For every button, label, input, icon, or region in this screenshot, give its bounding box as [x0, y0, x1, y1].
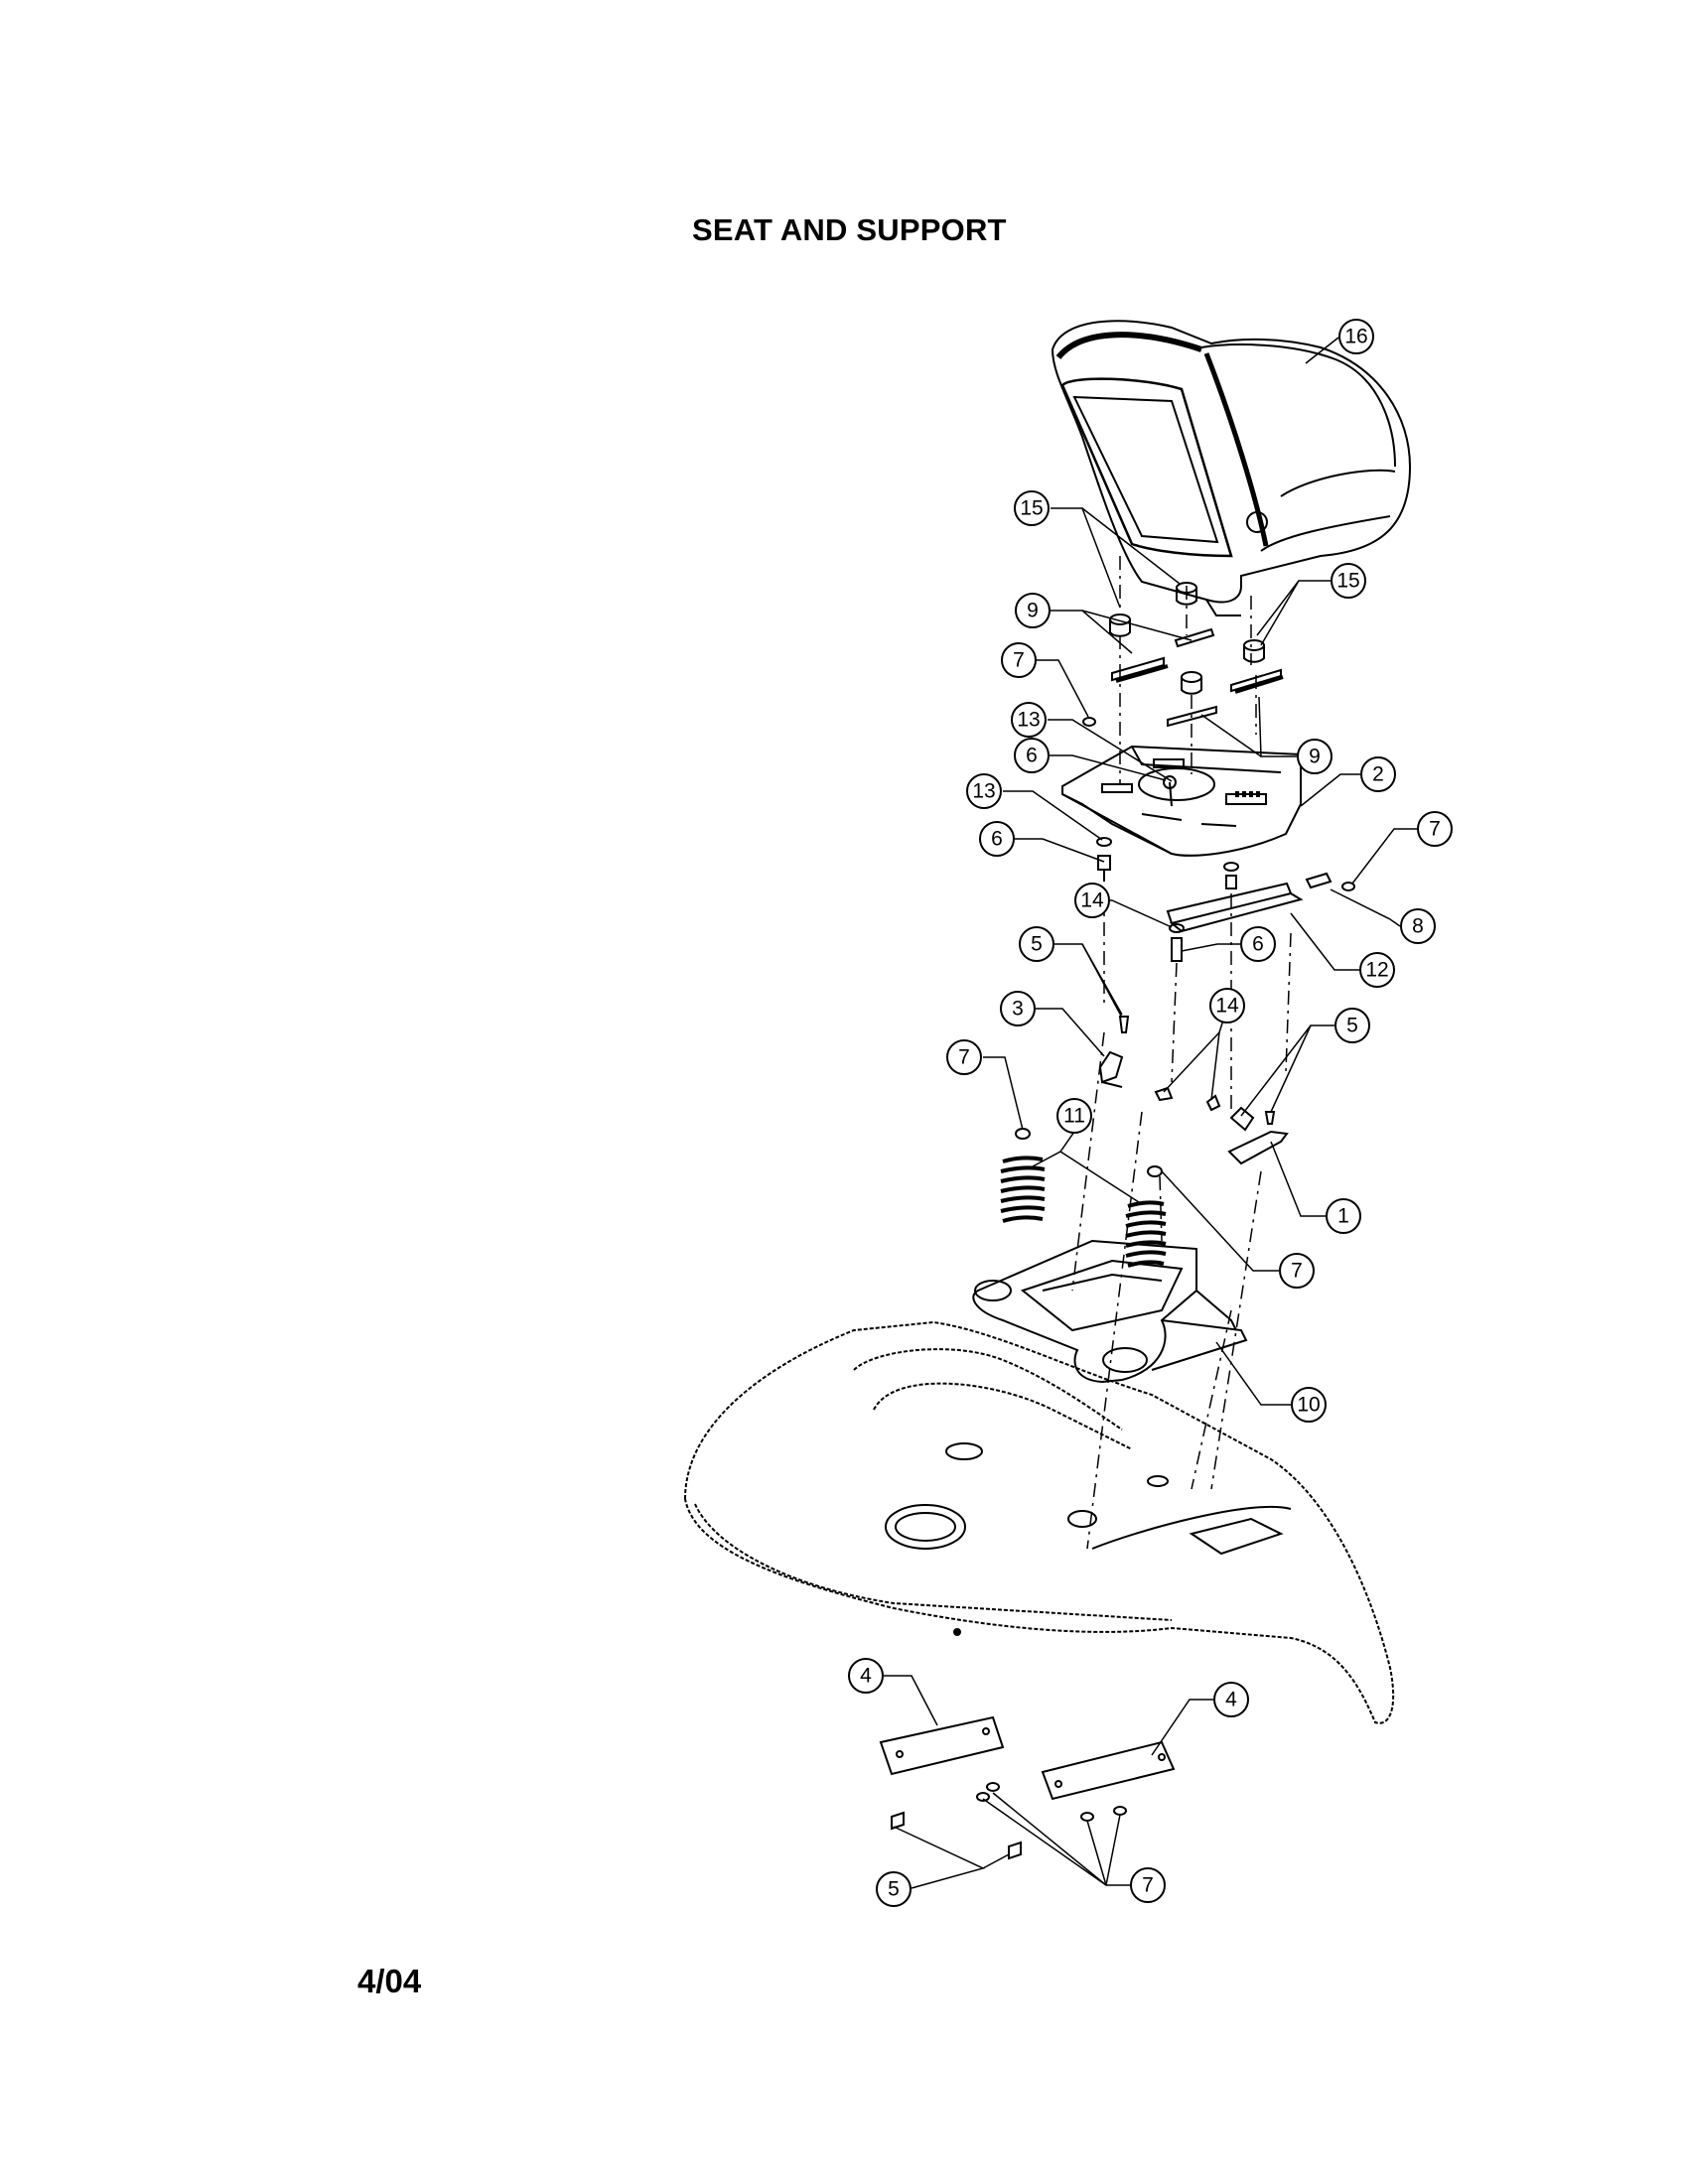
spring-parts	[1000, 1128, 1167, 1268]
callout-5-lower: 5	[876, 1871, 912, 1907]
callout-1: 1	[1326, 1198, 1361, 1234]
callout-8: 8	[1400, 908, 1436, 944]
callout-6-middle: 6	[979, 821, 1015, 857]
pad-parts	[1111, 627, 1284, 728]
callout-12: 12	[1359, 952, 1395, 988]
callout-7-middle: 7	[1279, 1253, 1315, 1289]
callout-13-middle: 13	[966, 773, 1002, 809]
callout-7-lower: 7	[1130, 1867, 1166, 1903]
svg-text:6: 6	[991, 828, 1003, 851]
svg-text:13: 13	[1017, 709, 1040, 732]
svg-text:2: 2	[1372, 763, 1384, 786]
svg-text:4: 4	[1225, 1689, 1237, 1711]
svg-text:4: 4	[860, 1665, 872, 1688]
svg-text:12: 12	[1365, 959, 1388, 982]
callout-15-right: 15	[1331, 563, 1366, 599]
cover-plate-parts	[879, 1715, 1176, 1860]
svg-text:9: 9	[1309, 746, 1321, 768]
spacer-parts	[1109, 582, 1265, 695]
svg-text:1: 1	[1337, 1205, 1349, 1228]
svg-text:10: 10	[1297, 1394, 1320, 1417]
bolt-parts	[1096, 837, 1239, 962]
callout-7-upper: 7	[1001, 642, 1037, 678]
nut-part	[1082, 717, 1096, 727]
callout-10: 10	[1291, 1387, 1327, 1423]
svg-text:13: 13	[972, 780, 995, 803]
svg-text:7: 7	[958, 1046, 970, 1069]
pan-drop-lines	[1071, 893, 1292, 1550]
mount-hardware-parts	[1098, 1016, 1289, 1165]
page-title: SEAT AND SUPPORT	[692, 212, 1007, 247]
svg-text:6: 6	[1252, 933, 1264, 956]
svg-text:8: 8	[1412, 915, 1424, 938]
callout-5-right: 5	[1334, 1008, 1370, 1043]
seat-pan-part	[1061, 745, 1302, 857]
callout-2: 2	[1360, 756, 1396, 792]
callout-9-right: 9	[1297, 739, 1333, 774]
callout-13-upper: 13	[1011, 702, 1047, 738]
callout-16: 16	[1338, 319, 1374, 354]
svg-text:5: 5	[1346, 1015, 1358, 1037]
svg-text:3: 3	[1012, 998, 1024, 1021]
svg-text:15: 15	[1336, 570, 1359, 593]
seat-base-part	[972, 1239, 1248, 1384]
callout-6-lower: 6	[1240, 926, 1276, 962]
svg-text:9: 9	[1027, 600, 1039, 622]
svg-text:5: 5	[888, 1878, 900, 1901]
seat-part	[1051, 320, 1412, 616]
callout-13-lower: 14	[1074, 883, 1110, 918]
callout-7-left: 7	[946, 1039, 982, 1075]
svg-text:7: 7	[1142, 1874, 1154, 1897]
callout-3: 3	[1000, 991, 1036, 1026]
callout-4-right: 4	[1213, 1682, 1249, 1717]
svg-text:11: 11	[1063, 1105, 1085, 1128]
leader-lines	[884, 337, 1417, 1889]
callout-5-upper: 5	[1019, 926, 1054, 962]
svg-text:6: 6	[1026, 745, 1038, 767]
svg-text:7: 7	[1013, 649, 1025, 672]
callout-9-left: 9	[1015, 593, 1051, 628]
callout-14: 14141414	[1209, 988, 1245, 1024]
callout-15-left: 15	[1014, 490, 1050, 526]
callout-6-upper: 6	[1014, 738, 1050, 773]
svg-text:14: 14	[1215, 995, 1239, 1018]
callout-11: 11	[1056, 1098, 1092, 1134]
svg-text:5: 5	[1031, 933, 1043, 956]
svg-text:7: 7	[1291, 1260, 1303, 1283]
svg-text:15: 15	[1020, 497, 1043, 520]
svg-text:7: 7	[1429, 818, 1441, 841]
revision-date: 4/04	[357, 1963, 422, 1999]
callout-7-right: 7	[1417, 811, 1453, 847]
seat-bracket-part	[1166, 872, 1355, 933]
svg-text:16: 16	[1344, 326, 1367, 348]
svg-text:14: 14	[1080, 889, 1104, 912]
fender-part	[683, 1320, 1395, 1724]
callout-4-left: 4	[848, 1658, 884, 1694]
